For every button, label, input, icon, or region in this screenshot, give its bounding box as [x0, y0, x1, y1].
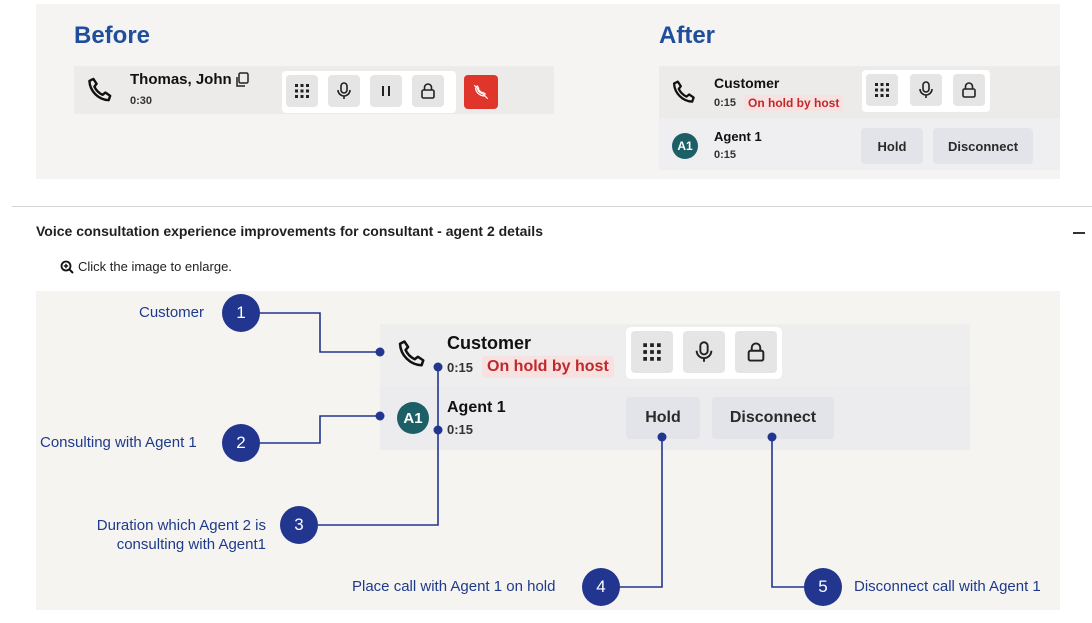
- diagram-disconnect-button: Disconnect: [712, 397, 834, 439]
- callout-3-badge: 3: [280, 506, 318, 544]
- keypad-icon: [295, 84, 309, 98]
- callout-5-badge: 5: [804, 568, 842, 606]
- mute-button: [683, 331, 725, 373]
- phone-icon: [669, 77, 701, 114]
- enlarge-hint-text: Click the image to enlarge.: [78, 259, 232, 274]
- connector-2: [258, 415, 378, 444]
- agent-name: Agent 1: [714, 129, 762, 144]
- diagram-customer-timer: 0:15: [447, 360, 474, 375]
- lock-icon: [421, 83, 435, 99]
- before-heading: Before: [74, 22, 151, 49]
- connector-4: [619, 437, 663, 588]
- enlarge-hint[interactable]: Click the image to enlarge.: [60, 259, 232, 274]
- caller-name: Thomas, John: [130, 71, 232, 88]
- diagram-agent-timer: 0:15: [447, 422, 474, 437]
- pause-icon: [382, 86, 390, 96]
- lock-icon: [747, 342, 765, 362]
- phone-icon: [84, 74, 118, 113]
- lock-icon: [962, 82, 976, 98]
- callout-1-text: Customer: [139, 304, 205, 321]
- customer-name: Customer: [714, 75, 780, 91]
- keypad-button[interactable]: [866, 74, 898, 106]
- after-heading: After: [659, 22, 716, 49]
- connector-dot-4: [657, 432, 667, 442]
- connector-3: [318, 367, 439, 526]
- lock-button: [735, 331, 777, 373]
- callout-4-badge: 4: [582, 568, 620, 606]
- connector-dot-3a: [433, 362, 443, 372]
- callout-2-badge: 2: [222, 424, 260, 462]
- agent-hold-button[interactable]: Hold: [861, 128, 923, 164]
- callout-3-text: Duration which Agent 2 is consulting wit…: [80, 516, 266, 554]
- agent-disconnect-button[interactable]: Disconnect: [933, 128, 1033, 164]
- keypad-icon: [643, 343, 661, 361]
- callout-3-line-2: consulting with Agent1: [116, 536, 266, 553]
- callout-5-text: Disconnect call with Agent 1: [854, 578, 1041, 595]
- connector-dot-5: [767, 432, 777, 442]
- end-call-icon: [473, 84, 489, 100]
- hold-button[interactable]: [370, 75, 402, 107]
- connector-dot-2: [375, 411, 385, 421]
- zoom-in-icon: [60, 260, 74, 274]
- microphone-icon: [695, 341, 713, 362]
- diagram-hold-button: Hold: [626, 397, 700, 439]
- call-timer: 0:30: [130, 95, 153, 107]
- microphone-icon: [337, 82, 351, 99]
- callout-2-text: Consulting with Agent 1: [40, 434, 197, 451]
- collapse-icon[interactable]: [1073, 232, 1085, 234]
- microphone-icon: [919, 81, 933, 98]
- section-title[interactable]: Voice consultation experience improvemen…: [36, 223, 543, 239]
- callout-1-badge: 1: [222, 294, 260, 332]
- connector-5: [771, 437, 805, 588]
- avatar: A1: [672, 133, 698, 159]
- customer-timer: 0:15: [714, 97, 737, 109]
- diagram-agent-name: Agent 1: [447, 399, 506, 416]
- keypad-icon: [875, 83, 889, 97]
- connector-dot-1: [375, 347, 385, 357]
- callout-4-text: Place call with Agent 1 on hold: [352, 578, 556, 595]
- callout-3-line-1: Duration which Agent 2 is: [96, 517, 266, 534]
- lock-button[interactable]: [412, 75, 444, 107]
- copy-icon[interactable]: [233, 71, 251, 94]
- lock-button[interactable]: [953, 74, 985, 106]
- keypad-button[interactable]: [286, 75, 318, 107]
- hold-status-badge: On hold by host: [744, 95, 844, 111]
- diagram-hold-status-badge: On hold by host: [482, 356, 614, 378]
- agent-timer: 0:15: [714, 149, 737, 161]
- section-divider: [12, 206, 1092, 207]
- avatar: A1: [397, 402, 429, 434]
- connector-dot-3b: [433, 425, 443, 435]
- connector-1: [258, 312, 378, 353]
- mute-button[interactable]: [910, 74, 942, 106]
- mute-button[interactable]: [328, 75, 360, 107]
- end-call-button[interactable]: [464, 75, 498, 109]
- diagram-customer-name: Customer: [447, 333, 532, 353]
- keypad-button: [631, 331, 673, 373]
- after-customer-strip: [659, 66, 1060, 118]
- phone-icon: [394, 336, 432, 379]
